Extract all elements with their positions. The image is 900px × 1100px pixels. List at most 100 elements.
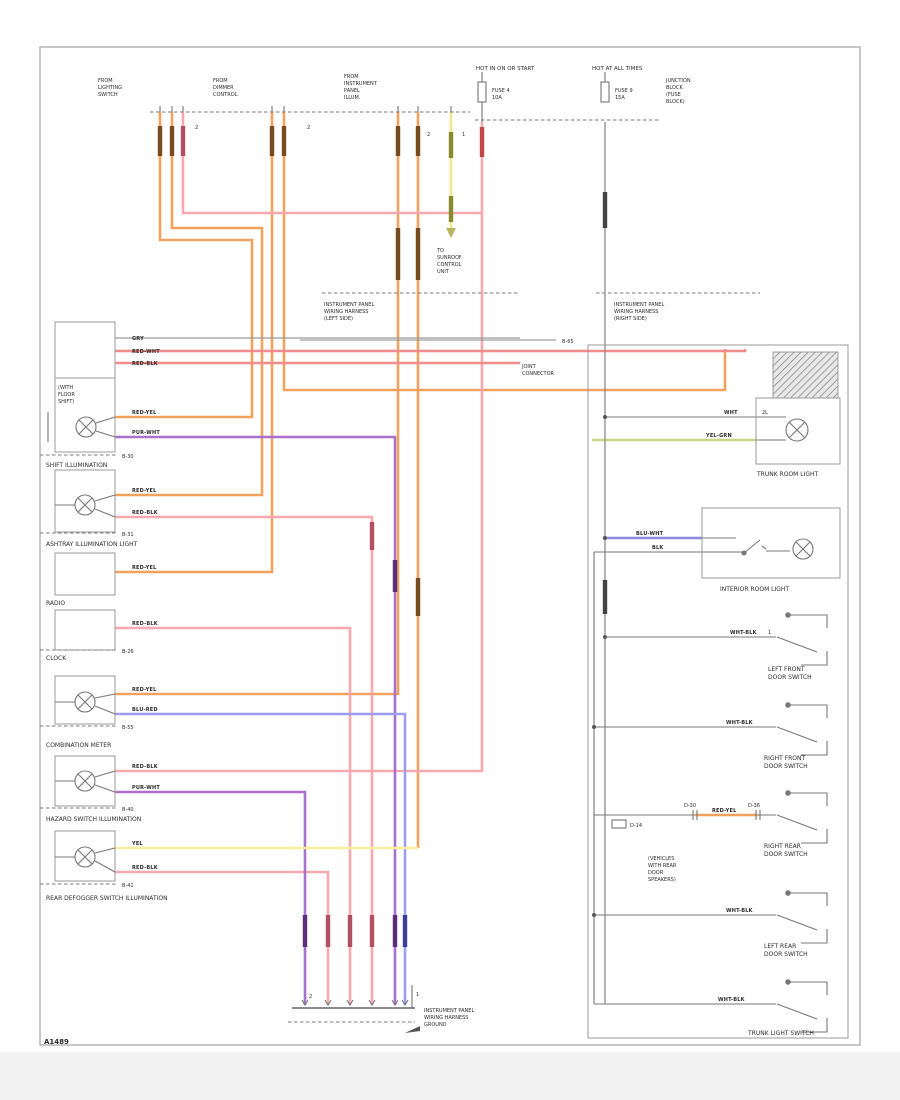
switch-icon [702, 537, 790, 556]
top-block3-l4: ILLUM. [344, 95, 361, 101]
fuse1-icon [477, 81, 487, 103]
pin-label: 1 [462, 132, 465, 138]
bulb-icon [792, 538, 814, 560]
top-block3-l1: FROM [344, 74, 359, 80]
wire-pink-defogger [115, 870, 330, 1005]
door-switch-icon [692, 790, 828, 844]
ashtray-wire2-code: RED-BLK [132, 510, 159, 516]
meter-wire2-code: BLU-RED [132, 707, 158, 713]
interior-room-light-box [701, 507, 841, 579]
radio-label: RADIO [46, 600, 65, 607]
switch4-label-1: LEFT REAR [764, 943, 796, 950]
switch3-wire-code: RED-YEL [712, 808, 737, 814]
feed-wire1-code: GRY [132, 336, 144, 342]
defogger-label: REAR DEFOGGER SWITCH ILLUMINATION [46, 895, 168, 902]
wire-runs [115, 112, 776, 1005]
ground-chevrons [301, 999, 409, 1007]
ground-label-3: GROUND [424, 1022, 447, 1028]
wire-pink-rail [115, 122, 484, 773]
top-block2-l3: CONTROL [213, 92, 238, 98]
trunk-switch-label: TRUNK LIGHT SWITCH [747, 1030, 814, 1037]
hazard-label: HAZARD SWITCH ILLUMINATION [46, 816, 141, 823]
arrow-label-l3: CONTROL [437, 262, 462, 268]
trunk-wireb-code: YEL-GRN [705, 433, 732, 439]
fuse1-name: FUSE 4 [492, 88, 510, 94]
switch2-wire-code: WHT-BLK [726, 720, 754, 726]
switch3-conn1: D-30 [684, 803, 696, 809]
left-harness-l2: WIRING HARNESS [324, 309, 368, 315]
trunk-wirea-code: WHT [724, 410, 738, 416]
switch2-label-1: RIGHT FRONT [764, 755, 806, 762]
pin-label: 1 [768, 630, 771, 636]
wire-pink-ashtray [115, 515, 374, 1005]
top-area: FROM LIGHTING SWITCH FROM DIMMER CONTROL… [98, 66, 691, 275]
bulb-icon [55, 770, 116, 793]
switch3-note-1: (VEHICLES [648, 856, 674, 862]
diagram-border [39, 46, 861, 1046]
arrow-label-l4: UNIT [437, 269, 450, 275]
ground-label-2: WIRING HARNESS [424, 1015, 468, 1021]
shift-illumination-box [54, 377, 116, 453]
switch3-note-3: DOOR [648, 870, 664, 876]
meter-label: COMBINATION METER [46, 742, 111, 749]
junction-dot [603, 415, 607, 419]
shift-note-1: (WITH [58, 385, 73, 391]
radio-wire-code: RED-YEL [132, 565, 157, 571]
joint-connector-code: B-65 [562, 339, 574, 345]
junction-dot [603, 635, 607, 639]
hazard-wire1-code: RED-BLK [132, 764, 159, 770]
radio-box [54, 552, 116, 596]
shift-wire1-code: RED-YEL [132, 410, 157, 416]
pin-label: 2L [762, 410, 768, 416]
top-block3-l3: PANEL [344, 88, 360, 94]
right-circuit: WHT 2L YEL-GRN TRUNK ROOM LIGHT BLU-WHT … [587, 344, 849, 1039]
clock-label: CLOCK [46, 655, 67, 662]
defogger-box [54, 830, 116, 882]
right-harness-l1: INSTRUMENT PANEL [614, 302, 664, 308]
harness-connector-block [772, 351, 839, 399]
defogger-connector-code: B-41 [122, 883, 134, 889]
bulb-icon [75, 416, 116, 438]
feed-wire3-code: RED-BLK [132, 361, 159, 367]
wire-pink-top [181, 112, 482, 215]
wire-purple-shift [115, 435, 397, 1005]
wire-orange-shift [115, 112, 254, 419]
pin-label: 2 [307, 125, 310, 131]
junction-dot [592, 913, 596, 917]
top-block2-l1: FROM [213, 78, 228, 84]
mid-connectors: INSTRUMENT PANEL WIRING HARNESS (LEFT SI… [300, 292, 760, 377]
switch2-label-2: DOOR SWITCH [764, 763, 808, 770]
wire-code-segments [157, 126, 608, 947]
shift-connector-code: B-30 [122, 454, 134, 460]
bulb-icon [55, 691, 116, 715]
fuse1-amps: 10A [492, 95, 502, 101]
bulb-icon [55, 846, 116, 873]
pin-label: 2 [309, 994, 312, 1000]
left-components: GRY RED-WHT RED-BLK (WITH FLOOR SHIFT) R… [40, 321, 168, 902]
connector-ticks [159, 106, 452, 112]
door-connector-box [611, 819, 627, 829]
interior-room-light-label: INTERIOR ROOM LIGHT [720, 586, 789, 593]
switch1-label-1: LEFT FRONT [768, 666, 805, 673]
junction-block-box [54, 321, 116, 379]
top-block1-l3: SWITCH [98, 92, 118, 98]
shift-note-3: SHIFT) [58, 399, 74, 405]
fuse2-header: HOT AT ALL TIMES [592, 66, 643, 72]
switch3-conn2: D-36 [748, 803, 760, 809]
fuse2-name: FUSE 9 [615, 88, 633, 94]
top-block3-l2: INSTRUMENT [344, 81, 378, 87]
diagram-code: A1489 [44, 1038, 69, 1046]
ground-area: 1 2 INSTRUMENT PANEL WIRING HARNESS GROU… [288, 985, 474, 1033]
bulb-icon [756, 416, 809, 442]
hazard-wire2-code: PUR-WHT [132, 785, 160, 791]
wire-arrowhead [446, 228, 456, 238]
arrow-label-l1: TO [436, 248, 444, 254]
ashtray-box [54, 469, 116, 533]
switch1-wire-code: WHT-BLK [730, 630, 758, 636]
bulb-icon [55, 494, 116, 518]
clock-box [54, 609, 116, 651]
ground-label-1: INSTRUMENT PANEL [424, 1008, 474, 1014]
switch1-label-2: DOOR SWITCH [768, 674, 812, 681]
door-switch-icon [776, 702, 828, 756]
